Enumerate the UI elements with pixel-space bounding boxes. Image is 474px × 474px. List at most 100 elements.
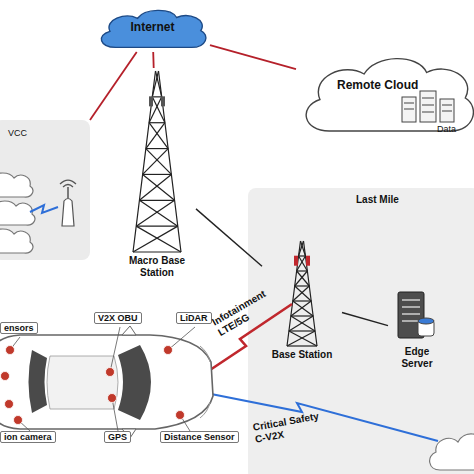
tower-strut: [291, 301, 311, 316]
connector-line: [210, 45, 296, 69]
vehicle-cloud: [430, 434, 474, 470]
server-rack: [402, 91, 454, 122]
antenna-symbol: [149, 96, 165, 106]
wireless-link: [30, 205, 58, 213]
router-symbol: [67, 187, 69, 198]
infotainment-link: [207, 304, 292, 372]
server-slot: [402, 299, 420, 301]
car-illustration: [0, 335, 213, 429]
vehicle-cloud: [430, 434, 474, 470]
tower-strut: [136, 226, 178, 227]
router-symbol: [60, 180, 76, 184]
leader-lines: [18, 420, 30, 431]
node-label: Macro Base Station: [118, 255, 196, 278]
group-box: Last MileBase Station Edge Server: [248, 188, 474, 474]
server-rack: [442, 111, 452, 112]
tower-strut: [146, 149, 172, 175]
server-symbol: [398, 292, 434, 338]
tower-node: Base Station: [262, 238, 342, 364]
sensor-dots: [5, 400, 14, 409]
node-label: Edge Server: [392, 346, 442, 369]
car-illustration: [200, 402, 210, 418]
antenna-panel: [294, 256, 298, 266]
tower-strut: [289, 316, 313, 331]
sensor-dots: [6, 346, 15, 355]
server-slot: [402, 306, 420, 308]
car-illustration: [29, 350, 48, 413]
car-illustration: [122, 326, 136, 335]
connector-line: [90, 52, 137, 120]
server-rack: [404, 109, 414, 110]
tower-strut: [293, 286, 310, 301]
tower-strut: [146, 148, 168, 149]
vcc-clouds: [0, 173, 35, 253]
antenna-panel: [149, 96, 153, 106]
sensor-dots: [164, 346, 173, 355]
node-label: Internet: [95, 21, 210, 35]
sensor-dots: [14, 416, 23, 425]
tower-strut: [133, 226, 178, 252]
gps-label: GPS: [104, 431, 131, 443]
tower-strut: [293, 300, 311, 301]
server-node: Edge Server: [388, 290, 446, 378]
tower-strut: [295, 271, 308, 286]
tower-strut: [299, 255, 306, 256]
tower-strut: [289, 330, 315, 331]
sensor-dots: [1, 372, 10, 381]
tower-strut: [295, 286, 312, 301]
safety-link: [196, 391, 438, 441]
tower-strut: [139, 174, 171, 200]
server-rack: [422, 112, 434, 113]
connector-line: [152, 52, 154, 68]
tower-strut: [297, 270, 308, 271]
tower-strut: [152, 71, 158, 97]
sensor-dots: [106, 368, 115, 377]
router-symbol: [62, 199, 74, 227]
tower-strut: [289, 331, 317, 346]
tower-symbol: [287, 241, 317, 346]
tower-strut: [136, 200, 174, 226]
leader-lines: [10, 337, 20, 350]
server-slot: [402, 313, 420, 315]
tower-strut: [152, 96, 161, 97]
distance-sensor-label: Distance Sensor: [160, 431, 239, 443]
tower-strut: [146, 123, 165, 149]
router-symbol: [60, 180, 76, 226]
server-rack: [402, 97, 416, 122]
cloud-node: Remote Cloud: [296, 50, 474, 140]
node-label: Base Station: [262, 349, 342, 361]
leader-lines: [180, 415, 190, 431]
node-label: Last Mile: [356, 194, 399, 206]
tower-strut: [133, 251, 181, 252]
leader-lines: [168, 327, 195, 350]
tower-strut: [159, 71, 182, 252]
server-rack: [404, 103, 414, 104]
connector-line: [342, 312, 388, 325]
cloud-node: Internet: [95, 6, 210, 52]
tower-strut: [139, 200, 177, 226]
tower-strut: [133, 71, 156, 252]
sensor-label: ensors: [0, 322, 38, 334]
server-rack: [422, 98, 434, 99]
car-illustration: [122, 429, 136, 438]
leader-lines: [112, 398, 118, 431]
vcc-clouds: [0, 201, 35, 225]
lidar-label: LiDAR: [176, 312, 212, 324]
tower-strut: [287, 345, 317, 346]
vcc-clouds: [0, 173, 33, 197]
car-illustration: [200, 346, 210, 362]
cloud-shape: [306, 59, 473, 131]
car-illustration: [118, 345, 151, 420]
obu-label: V2X OBU: [94, 312, 142, 324]
tower-strut: [156, 71, 162, 97]
tower-strut: [293, 301, 313, 316]
tower-strut: [287, 331, 315, 346]
tower-strut: [143, 149, 169, 175]
tower-outline: [262, 238, 342, 364]
leader-lines: [110, 327, 120, 372]
tower-strut: [299, 241, 304, 256]
connector-line: [196, 209, 262, 266]
leader-lines: [10, 327, 195, 431]
